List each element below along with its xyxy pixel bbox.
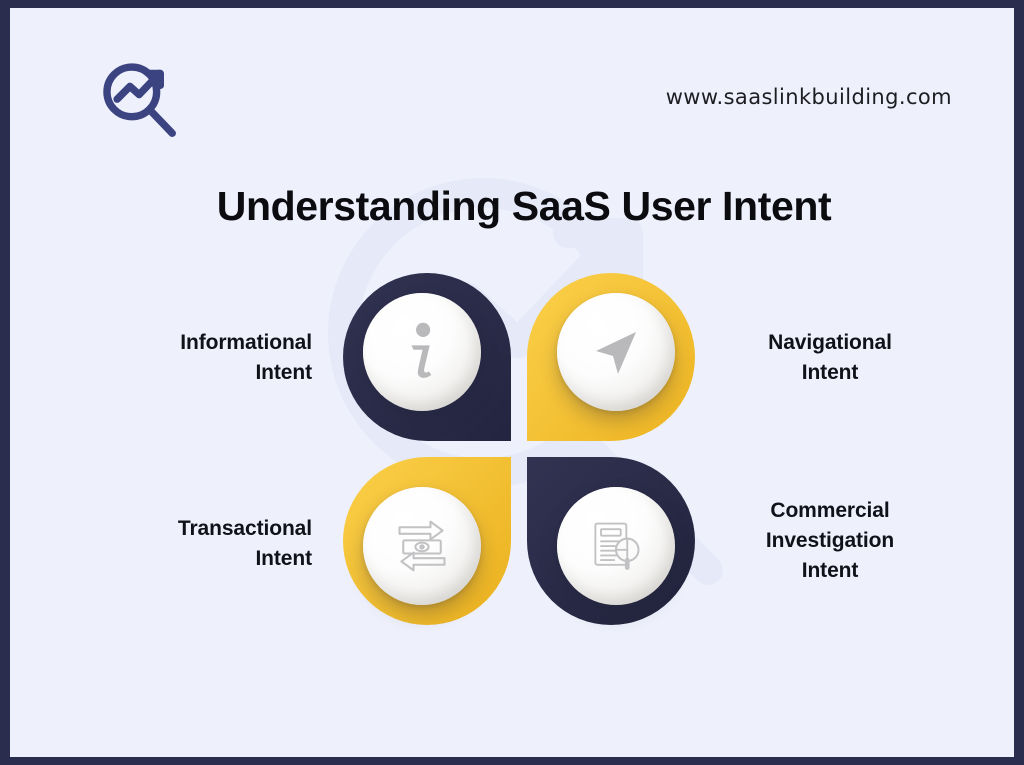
pin-informational-intent[interactable] [343,273,511,441]
money-transfer-icon [398,520,446,572]
label-line: Intent [255,546,312,570]
poster-canvas: www.saaslinkbuilding.com Understanding S… [10,8,1014,757]
label-line: Intent [255,360,312,384]
icon-bubble [363,487,481,605]
label-line: Intent [801,558,859,582]
label-line: Intent [801,360,859,384]
navigation-arrow-icon [596,332,636,374]
icon-bubble [363,293,481,411]
label-navigational-intent: Navigational Intent [716,328,944,388]
icon-bubble [557,487,675,605]
pin-navigational-intent[interactable] [527,273,695,441]
magnifier-growth-arrow-icon [103,63,176,137]
label-informational-intent: Informational Intent [52,328,312,388]
label-line: Navigational [768,331,892,354]
info-letter-icon [411,322,432,378]
page-title: Understanding SaaS User Intent [216,183,832,229]
pin-commercial-investigation-intent[interactable] [527,457,695,625]
label-line: Transactional [177,517,312,540]
label-transactional-intent: Transactional Intent [52,514,312,574]
pin-transactional-intent[interactable] [343,457,511,625]
icon-bubble [557,293,675,411]
label-line: Commercial [770,499,890,522]
intent-pin-cluster [343,273,695,625]
label-line: Informational [180,331,312,354]
label-line: Investigation [765,528,895,552]
site-url[interactable]: www.saaslinkbuilding.com [665,85,952,109]
document-magnifier-icon [594,522,640,570]
label-commercial-investigation-intent: Commercial Investigation Intent [716,496,944,585]
